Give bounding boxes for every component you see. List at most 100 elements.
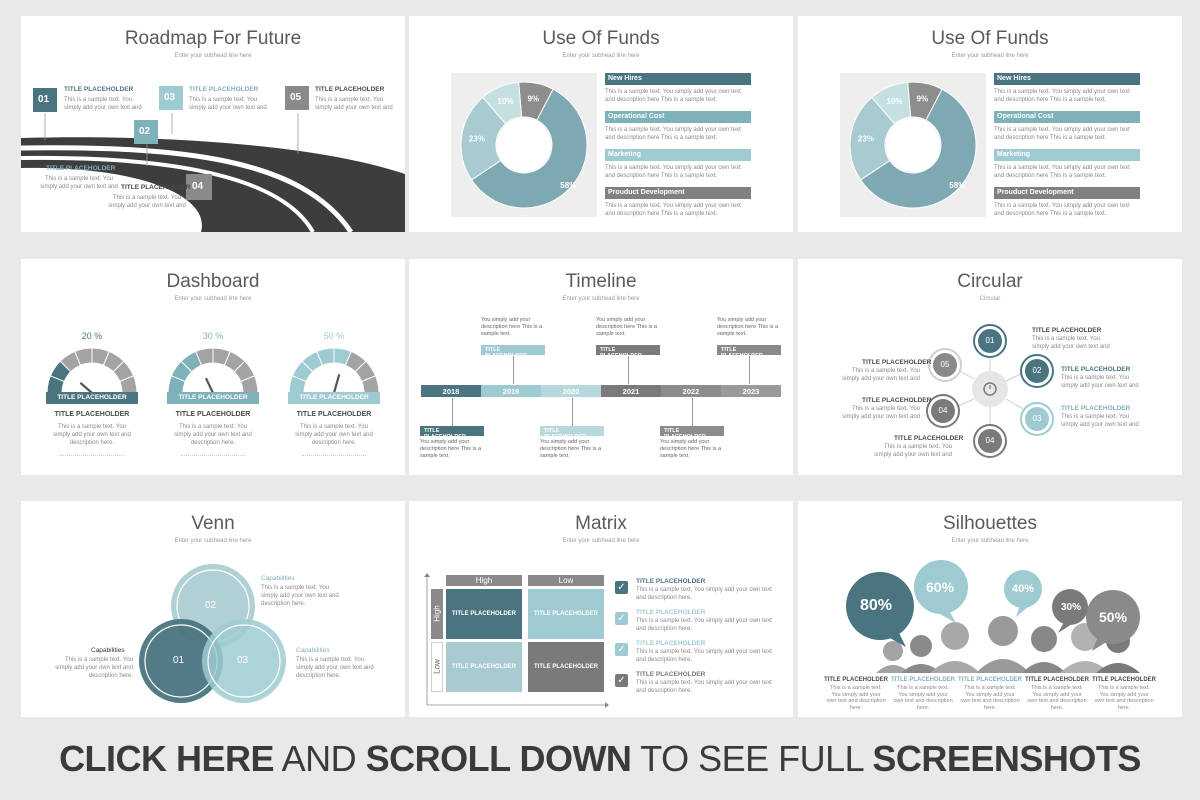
funds-category-text: This is a sample text. You simply add yo… <box>994 127 1130 141</box>
slide-venn[interactable]: Venn Enter your subhead line here 02 01 … <box>21 501 405 717</box>
gauge-divider <box>181 455 245 456</box>
slide-title: Use Of Funds <box>542 28 660 49</box>
matrix-axes <box>424 573 609 708</box>
matrix-col-high: High <box>446 575 522 586</box>
timeline-text: You simply add your description here Thi… <box>717 317 779 337</box>
donut-label-0: 58% <box>560 181 576 190</box>
donut-label-3: 9% <box>917 94 929 103</box>
circular-item-text: This is a sample text. You simply add yo… <box>1061 414 1139 428</box>
circular-node: 04 <box>931 399 955 423</box>
funds-category-text: This is a sample text. You simply add yo… <box>994 89 1130 103</box>
circular-node: 03 <box>1025 407 1049 431</box>
venn-diagram <box>139 564 286 703</box>
circular-node: 01 <box>978 329 1002 353</box>
funds-category-text: This is a sample text. You simply add yo… <box>605 203 741 217</box>
slide-roadmap[interactable]: Roadmap For Future Enter your subhead li… <box>21 16 405 232</box>
gauge <box>167 347 259 395</box>
venn-text-top: This is a sample text. You simply add yo… <box>261 585 339 607</box>
silhouette-caption-title: TITLE PLACEHOLDER <box>1092 677 1156 683</box>
donut-label-1: 23% <box>858 135 874 144</box>
gauge-title-bar: TITLE PLACEHOLDER <box>46 392 138 404</box>
timeline-text: You simply add your description here Thi… <box>481 317 543 337</box>
matrix-row-low-label: Low <box>432 659 442 674</box>
cta-banner[interactable]: CLICK HERE AND SCROLL DOWN TO SEE FULL S… <box>0 738 1200 780</box>
matrix-item-text: This is a sample text. You simply add yo… <box>636 587 772 601</box>
venn-circle-03: 03 <box>237 655 249 666</box>
cta-click-here[interactable]: CLICK HERE <box>59 738 275 779</box>
timeline-tag: TITLE PLACEHOLDER <box>717 345 781 359</box>
funds-category-text: This is a sample text. You simply add yo… <box>994 165 1130 179</box>
donut-slice-0 <box>859 88 977 209</box>
circular-item-text: This is a sample text. You simply add yo… <box>1061 375 1139 389</box>
gauge-divider <box>60 455 124 456</box>
donut-slice-2 <box>871 81 912 125</box>
circular-item-text: This is a sample text. You simply add yo… <box>1032 336 1110 350</box>
slide-title: Venn <box>191 513 235 534</box>
silhouette-caption-text: This is a sample text. You simply add yo… <box>1094 685 1154 711</box>
matrix-row-low: Low <box>431 642 443 692</box>
slide-title: Use Of Funds <box>931 28 1049 49</box>
slide-use-of-funds-2[interactable]: Use Of Funds Enter your subhead line her… <box>798 16 1182 232</box>
slide-title: Circular <box>957 271 1023 292</box>
donut-slice-0 <box>470 88 588 209</box>
timeline-connector <box>572 398 573 426</box>
timeline-tag: TITLE PLACEHOLDER <box>660 426 724 440</box>
timeline-tag: TITLE PLACEHOLDER <box>481 345 545 359</box>
cta-screenshots: SCREENSHOTS <box>872 738 1141 779</box>
circular-item-title: TITLE PLACEHOLDER <box>862 359 932 366</box>
venn-text-right: This is a sample text. You simply add yo… <box>296 657 374 679</box>
slide-timeline[interactable]: Timeline Enter your subhead line here 20… <box>409 259 793 475</box>
roadmap-step-02: 02 <box>134 120 158 144</box>
silhouette-caption-title: TITLE PLACEHOLDER <box>824 677 888 683</box>
slide-subhead: Enter your subhead line here <box>951 538 1029 544</box>
donut-label-2: 10% <box>887 97 903 106</box>
timeline-text: You simply add your description here Thi… <box>596 317 658 337</box>
roadmap-step-03: 03 <box>159 86 183 110</box>
matrix-cell-hl: TITLE PLACEHOLDER <box>528 589 604 639</box>
donut-slice-2 <box>482 81 523 125</box>
matrix-row-high: High <box>431 589 443 639</box>
check-icon: ✓ <box>615 612 628 625</box>
matrix-item-title: TITLE PLACEHOLDER <box>636 578 706 585</box>
bubble-30: 30% <box>1061 602 1082 613</box>
slide-use-of-funds-1[interactable]: Use Of Funds Enter your subhead line her… <box>409 16 793 232</box>
funds-category-label: Prouduct Development <box>605 187 751 199</box>
timeline-year: 2023 <box>721 385 781 397</box>
check-icon: ✓ <box>615 643 628 656</box>
gauge <box>46 347 138 395</box>
slide-matrix[interactable]: Matrix Enter your subhead line here High… <box>409 501 793 717</box>
timeline-tag: TITLE PLACEHOLDER <box>420 426 484 440</box>
circular-item-title: TITLE PLACEHOLDER <box>1061 405 1131 412</box>
matrix-item-title: TITLE PLACEHOLDER <box>636 671 706 678</box>
check-icon: ✓ <box>615 581 628 594</box>
venn-label-right: Capabilities <box>296 647 330 654</box>
slide-subhead: Enter your subhead line here <box>562 538 640 544</box>
slide-title: Dashboard <box>166 271 260 292</box>
silhouette-caption-text: This is a sample text. You simply add yo… <box>1027 685 1087 711</box>
roadmap-step-text: This is a sample text. You simply add yo… <box>64 97 142 111</box>
donut-hole <box>886 118 940 172</box>
roadmap-road <box>21 113 405 232</box>
gauge-title: TITLE PLACEHOLDER <box>54 411 130 418</box>
slide-silhouettes[interactable]: Silhouettes Enter your subhead line here <box>798 501 1182 717</box>
slide-dashboard[interactable]: Dashboard Enter your subhead line here 2… <box>21 259 405 475</box>
roadmap-step-title: TITLE PLACEHOLDER <box>315 86 385 93</box>
venn-label-top: Capabilities <box>261 575 295 582</box>
timeline-connector <box>749 356 750 384</box>
silhouette-caption-text: This is a sample text. You simply add yo… <box>960 685 1020 711</box>
roadmap-step-text: This is a sample text. You simply add yo… <box>315 97 393 111</box>
bubble-60: 60% <box>926 579 955 595</box>
donut-hole <box>497 118 551 172</box>
timeline-connector <box>628 356 629 384</box>
funds-category-label: New Hires <box>994 73 1140 85</box>
circular-item-title: TITLE PLACEHOLDER <box>894 435 964 442</box>
funds-category-text: This is a sample text. You simply add yo… <box>994 203 1130 217</box>
funds-category-label: Prouduct Development <box>994 187 1140 199</box>
silhouettes-graphic <box>846 560 1140 673</box>
gauge-percent: 50 % <box>323 331 345 341</box>
roadmap-step-05: 05 <box>285 86 309 110</box>
funds-category-label: New Hires <box>605 73 751 85</box>
slide-title: Timeline <box>565 271 637 292</box>
roadmap-step-title: TITLE PLACEHOLDER <box>189 86 259 93</box>
